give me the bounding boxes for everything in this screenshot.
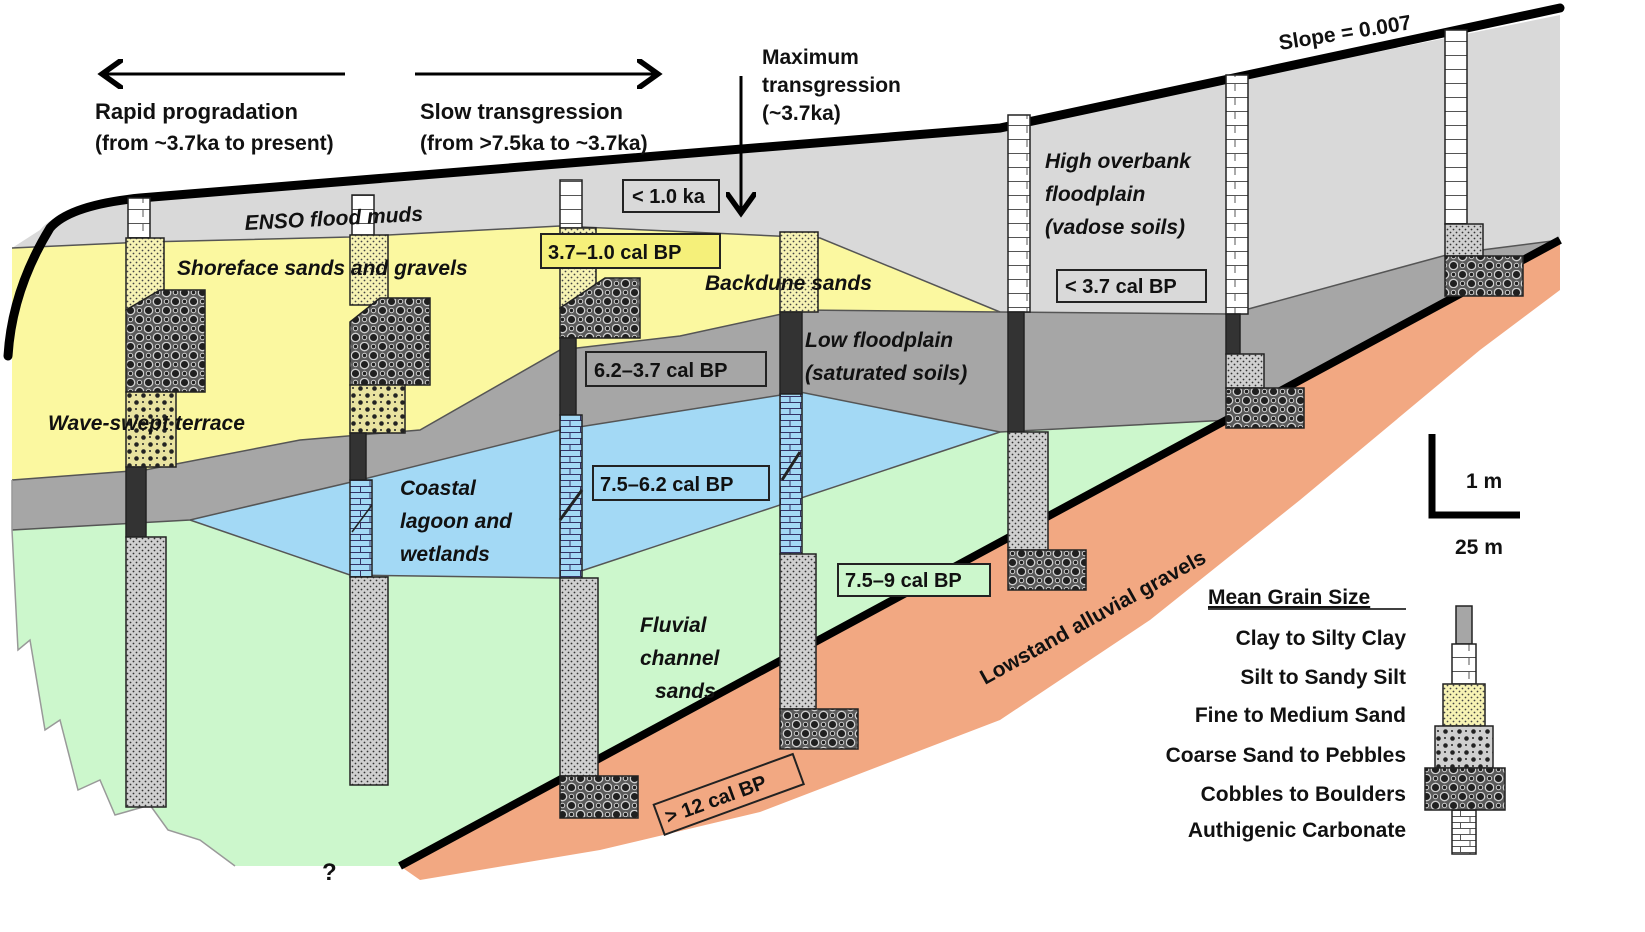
- age-box-3-7-1-0: 3.7–1.0 cal BP: [540, 233, 721, 269]
- core-3: [558, 179, 641, 819]
- lagoon-label-3: wetlands: [400, 543, 490, 566]
- age-box-7-5-9: 7.5–9 cal BP: [837, 563, 991, 597]
- svg-text:6.2–3.7 cal BP: 6.2–3.7 cal BP: [594, 360, 727, 382]
- enso-flood-muds-unit: [12, 15, 1560, 314]
- legend-item-coarse-sand: Coarse Sand to Pebbles: [1166, 744, 1406, 767]
- lagoon-label-2: lagoon and: [400, 510, 513, 533]
- core-5: [1007, 114, 1087, 591]
- unknown-base-marker: ?: [322, 859, 337, 886]
- progradation-label: Rapid progradation: [95, 99, 298, 124]
- progradation-sublabel: (from ~3.7ka to present): [95, 132, 334, 155]
- fluvial-label-1: Fluvial: [640, 614, 708, 637]
- core-1: [125, 197, 206, 808]
- age-box-lt3-7: < 3.7 cal BP: [1056, 269, 1207, 303]
- unit-boundaries: [11, 225, 1561, 867]
- ground-surface-line: [3, 3, 1565, 361]
- scale-vertical-label: 1 m: [1466, 470, 1502, 493]
- low-floodplain-label-1: Low floodplain: [805, 329, 953, 352]
- fluvial-label-2: channel: [640, 647, 721, 670]
- wave-terrace-label: Wave-swept terrace: [48, 412, 245, 435]
- svg-text:< 1.0 ka: < 1.0 ka: [632, 186, 706, 208]
- high-floodplain-label-2: floodplain: [1045, 183, 1145, 206]
- legend-item-fine-sand: Fine to Medium Sand: [1195, 704, 1406, 727]
- high-floodplain-label-1: High overbank: [1045, 150, 1192, 173]
- max-transgression-label-2: transgression: [762, 74, 901, 97]
- legend-item-carbonate: Authigenic Carbonate: [1188, 819, 1406, 842]
- core-4: [779, 231, 859, 750]
- high-floodplain-label-3: (vadose soils): [1045, 216, 1185, 239]
- shoreface-sands-unit: [12, 226, 1000, 480]
- legend-item-clay: Clay to Silty Clay: [1236, 627, 1407, 650]
- legend-item-silt: Silt to Sandy Silt: [1240, 666, 1406, 689]
- age-box-7-5-6-2: 7.5–6.2 cal BP: [592, 465, 770, 501]
- transgression-label: Slow transgression: [420, 99, 623, 124]
- shoreface-label: Shoreface sands and gravels: [177, 257, 468, 280]
- legend-title: Mean Grain Size: [1208, 586, 1370, 609]
- core-7: [1444, 29, 1524, 297]
- scale-horizontal-label: 25 m: [1455, 536, 1503, 559]
- backdune-label: Backdune sands: [705, 272, 872, 295]
- grain-size-legend: Mean Grain Size Clay to Silty Clay Silt …: [1166, 586, 1506, 855]
- low-floodplain-label-2: (saturated soils): [805, 362, 967, 385]
- age-box-6-2-3-7: 6.2–3.7 cal BP: [585, 351, 767, 387]
- fluvial-label-3: sands: [655, 680, 716, 703]
- svg-text:< 3.7 cal BP: < 3.7 cal BP: [1065, 276, 1177, 298]
- svg-text:7.5–9 cal BP: 7.5–9 cal BP: [845, 570, 962, 592]
- legend-item-cobbles: Cobbles to Boulders: [1201, 783, 1406, 806]
- age-box-lt1ka: < 1.0 ka: [622, 179, 720, 213]
- scale-bar: 1 m 25 m: [1428, 434, 1520, 559]
- max-transgression-label-1: Maximum: [762, 46, 859, 69]
- lagoon-label-1: Coastal: [400, 477, 477, 500]
- svg-text:7.5–6.2 cal BP: 7.5–6.2 cal BP: [600, 474, 733, 496]
- legend-column: [1424, 605, 1506, 855]
- transgression-sublabel: (from >7.5ka to ~3.7ka): [420, 132, 648, 155]
- svg-text:3.7–1.0 cal BP: 3.7–1.0 cal BP: [548, 242, 681, 264]
- core-6: [1225, 74, 1305, 429]
- max-transgression-label-3: (~3.7ka): [762, 102, 841, 125]
- core-2: [349, 194, 431, 786]
